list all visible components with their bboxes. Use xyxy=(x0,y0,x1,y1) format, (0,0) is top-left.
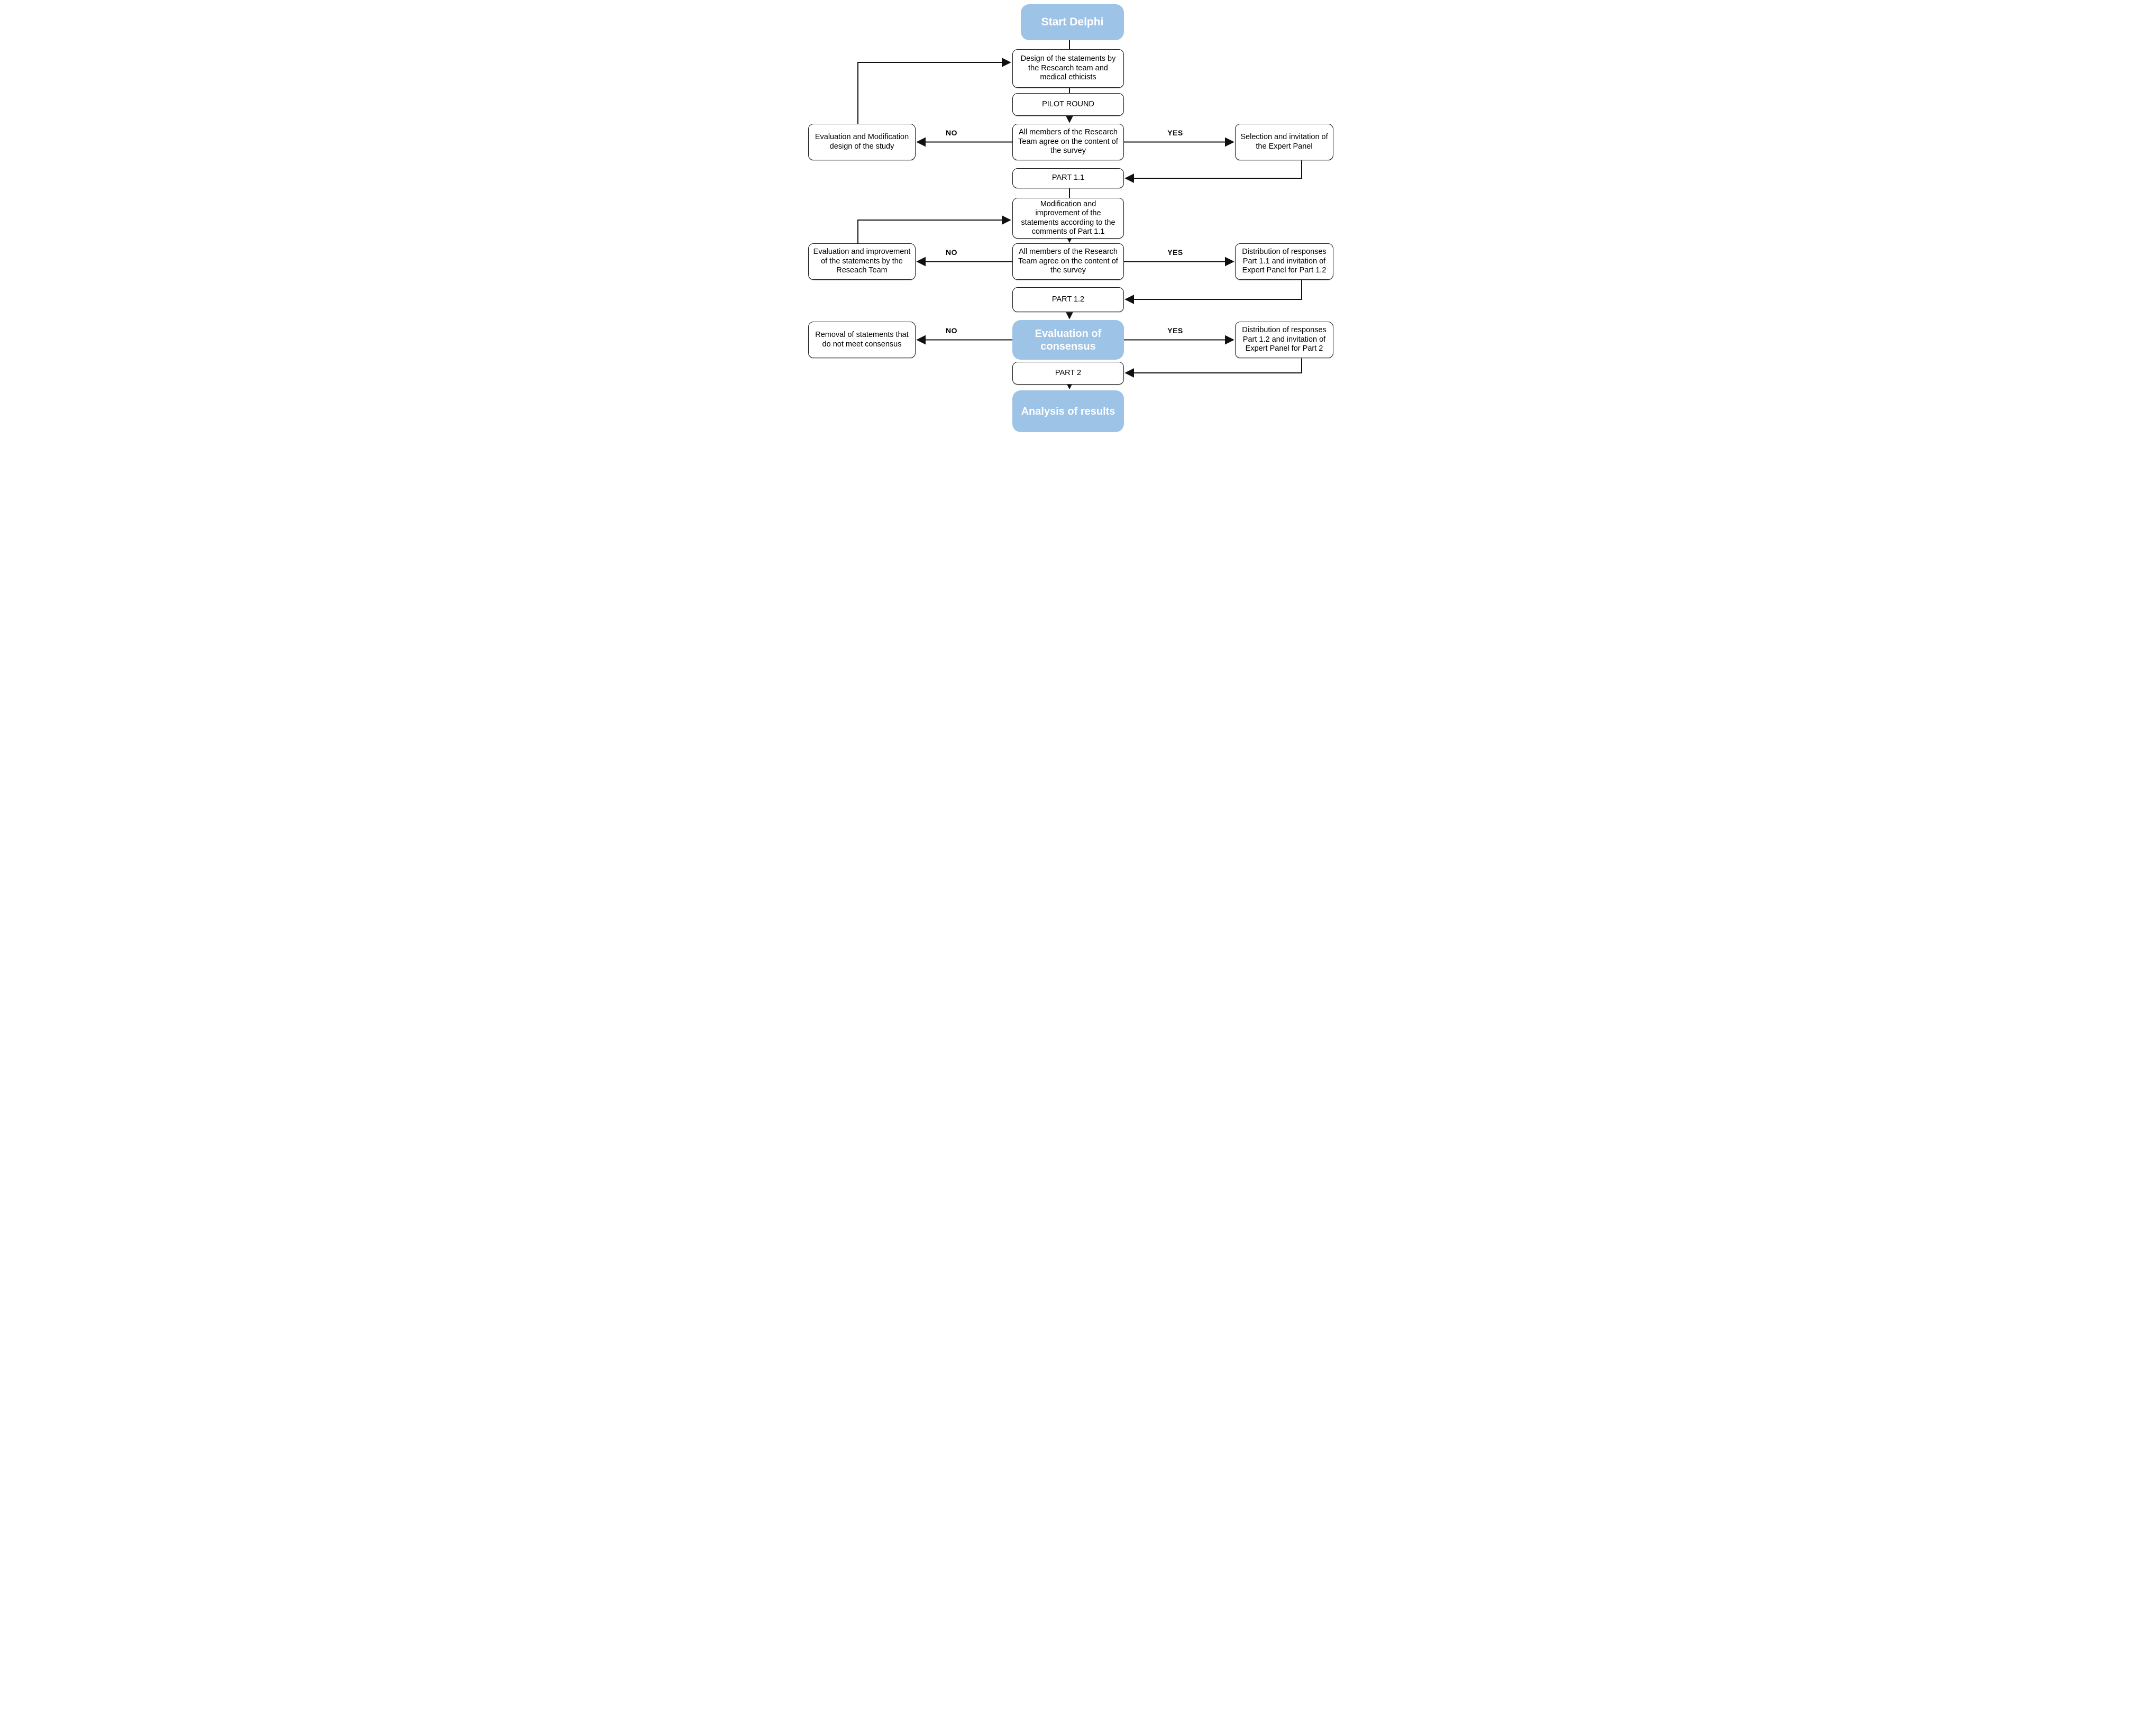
node-part-1-2-label: PART 1.2 xyxy=(1051,295,1085,304)
delphi-flowchart: Start Delphi Design of the statements by… xyxy=(802,0,1338,434)
node-selection-invitation-expert-panel: Selection and invitation of the Expert P… xyxy=(1235,124,1333,160)
node-design-statements: Design of the statements by the Research… xyxy=(1012,49,1124,88)
node-evaluation-improvement-statements: Evaluation and improvement of the statem… xyxy=(808,243,916,280)
node-evaluation-modification-design: Evaluation and Modification design of th… xyxy=(808,124,916,160)
node-part-1-2: PART 1.2 xyxy=(1012,287,1124,312)
node-modification-improvement-label: Modification and improvement of the stat… xyxy=(1021,199,1115,236)
node-pilot-round-label: PILOT ROUND xyxy=(1042,99,1094,108)
node-decision-team-agree-2: All members of the Research Team agree o… xyxy=(1012,243,1124,280)
connector-lines xyxy=(857,40,1302,390)
node-evaluation-modification-design-label: Evaluation and Modification design of th… xyxy=(815,133,909,151)
node-distribution-responses-1-1: Distribution of responses Part 1.1 and i… xyxy=(1235,243,1333,280)
node-evaluation-of-consensus-label: Evaluation of consensus xyxy=(1035,327,1102,352)
branch-label-yes-1: YES xyxy=(1167,129,1183,137)
node-distribution-responses-1-2-label: Distribution of responses Part 1.2 and i… xyxy=(1242,326,1327,353)
branch-label-no-3: NO xyxy=(946,326,957,335)
branch-label-yes-3: YES xyxy=(1167,326,1183,335)
branch-label-yes-2: YES xyxy=(1167,248,1183,257)
node-evaluation-of-consensus: Evaluation of consensus xyxy=(1012,320,1124,360)
edge-distribution11-to-part12 xyxy=(1124,280,1302,304)
node-design-statements-label: Design of the statements by the Research… xyxy=(1020,54,1116,82)
node-decision-team-agree-1-label: All members of the Research Team agree o… xyxy=(1018,128,1118,156)
node-part-2: PART 2 xyxy=(1012,362,1124,385)
node-removal-of-statements: Removal of statements that do not meet c… xyxy=(808,322,916,358)
node-pilot-round: PILOT ROUND xyxy=(1012,93,1124,116)
node-start-delphi-label: Start Delphi xyxy=(1041,16,1104,29)
branch-label-no-2: NO xyxy=(946,248,957,257)
edge-selection-to-part11 xyxy=(1124,160,1302,183)
node-analysis-of-results-label: Analysis of results xyxy=(1021,405,1115,417)
node-decision-team-agree-2-label: All members of the Research Team agree o… xyxy=(1018,248,1118,275)
node-part-1-1-label: PART 1.1 xyxy=(1051,173,1085,182)
node-removal-of-statements-label: Removal of statements that do not meet c… xyxy=(815,331,909,349)
node-evaluation-improvement-statements-label: Evaluation and improvement of the statem… xyxy=(813,248,911,275)
edge-evalimprove-to-modification xyxy=(857,215,1011,243)
node-part-1-1: PART 1.1 xyxy=(1012,168,1124,188)
node-analysis-of-results: Analysis of results xyxy=(1012,390,1124,432)
node-start-delphi: Start Delphi xyxy=(1021,4,1124,40)
node-distribution-responses-1-1-label: Distribution of responses Part 1.1 and i… xyxy=(1242,248,1327,275)
node-modification-improvement: Modification and improvement of the stat… xyxy=(1012,198,1124,239)
edge-distribution12-to-part2 xyxy=(1124,358,1302,378)
edge-evalmod-to-design xyxy=(857,58,1011,124)
node-part-2-label: PART 2 xyxy=(1055,368,1082,377)
branch-label-no-1: NO xyxy=(946,129,957,137)
node-decision-team-agree-1: All members of the Research Team agree o… xyxy=(1012,124,1124,160)
node-selection-invitation-expert-panel-label: Selection and invitation of the Expert P… xyxy=(1240,133,1328,151)
node-distribution-responses-1-2: Distribution of responses Part 1.2 and i… xyxy=(1235,322,1333,358)
